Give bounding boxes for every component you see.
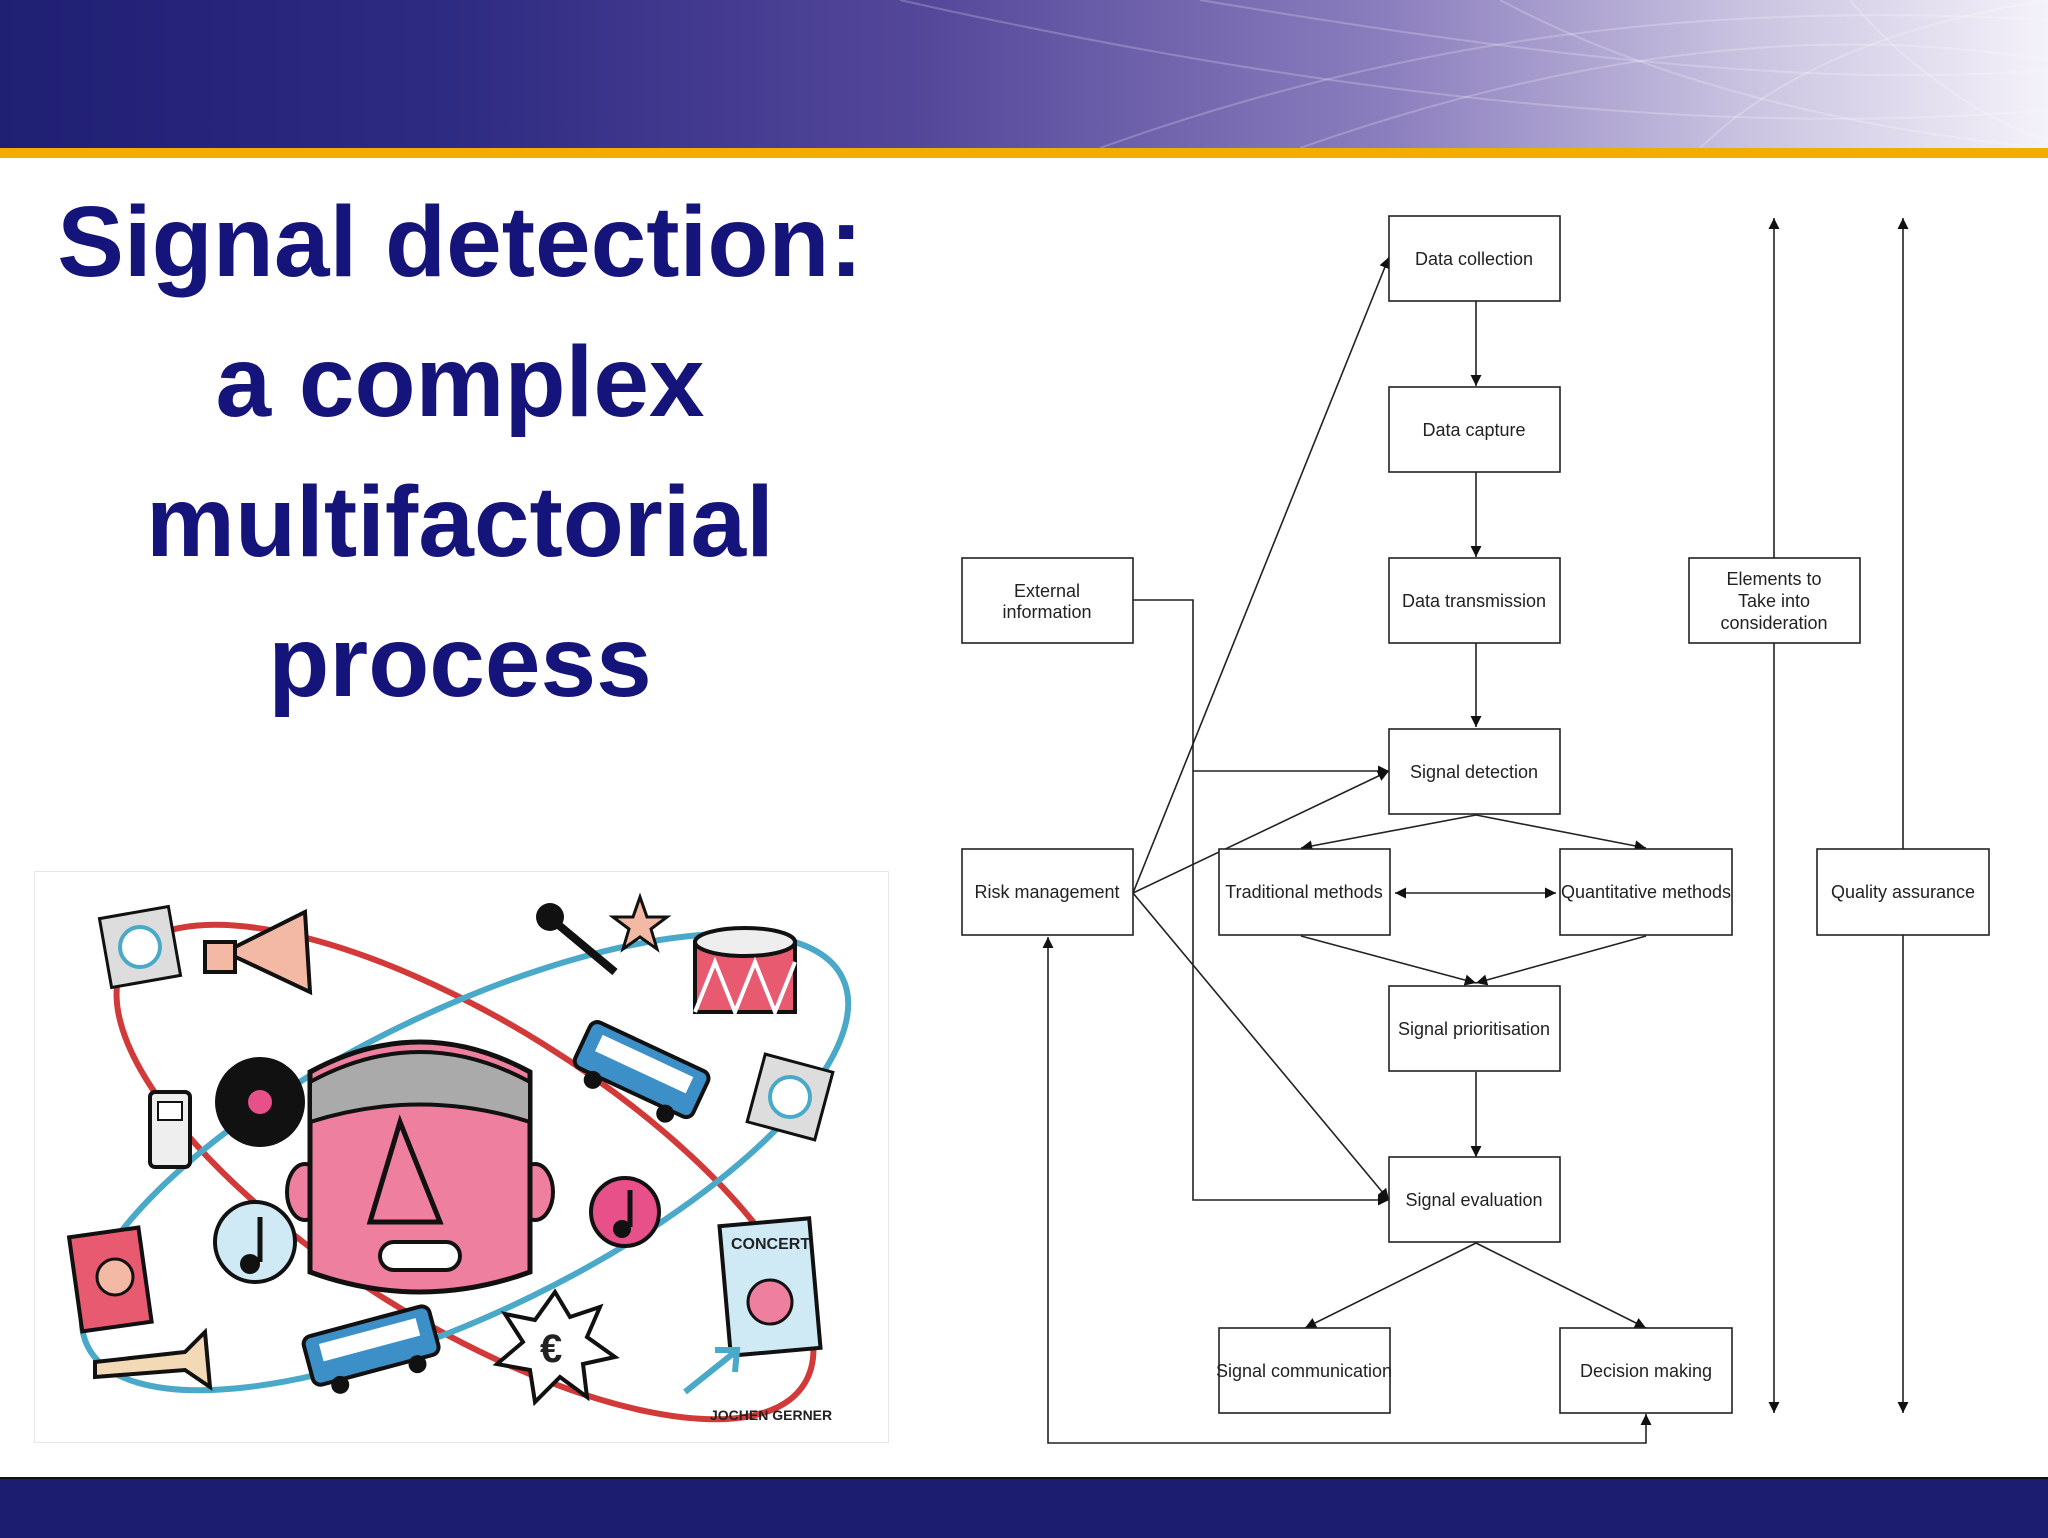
svg-text:Signal evaluation: Signal evaluation [1405, 1190, 1542, 1210]
svg-text:Signal prioritisation: Signal prioritisation [1398, 1019, 1550, 1039]
svg-text:Take into: Take into [1738, 591, 1810, 611]
star-icon [608, 892, 672, 953]
svg-text:Data collection: Data collection [1415, 249, 1533, 269]
bus-icon [301, 1304, 441, 1394]
flowchart-node-quality-assurance: Quality assurance [1816, 848, 1990, 936]
flowchart-node-elements-to-consider: Elements to Take into consideration [1688, 557, 1861, 644]
illustration-artwork: € CONCERT JOCHEN GERNER [66, 892, 852, 1423]
bus-icon [572, 1020, 711, 1123]
svg-text:€: € [540, 1327, 562, 1371]
svg-text:Traditional methods: Traditional methods [1225, 882, 1382, 902]
svg-text:External: External [1014, 581, 1080, 601]
svg-text:Signal detection: Signal detection [1410, 762, 1538, 782]
mobile-phone-icon [148, 1090, 192, 1169]
signal-detection-flowchart: Data collection Data capture Data transm… [961, 215, 1990, 1444]
music-note-bubble-icon [213, 1200, 297, 1284]
vinyl-record-icon [215, 1057, 305, 1147]
header-decorative-lines [899, 0, 2048, 148]
euro-burst-icon: € [492, 1288, 620, 1407]
megaphone-icon [203, 908, 313, 996]
svg-text:Decision making: Decision making [1580, 1361, 1712, 1381]
flowchart-node-signal-detection: Signal detection [1388, 728, 1561, 815]
flowchart-node-risk-management: Risk management [961, 848, 1134, 936]
flowchart-node-data-collection: Data collection [1388, 215, 1561, 302]
flowchart-node-signal-prioritisation: Signal prioritisation [1388, 985, 1561, 1072]
flowchart-node-data-capture: Data capture [1388, 386, 1561, 473]
music-note-bubble-icon [589, 1176, 661, 1248]
cd-icon [97, 904, 183, 990]
svg-text:Data transmission: Data transmission [1402, 591, 1546, 611]
svg-text:Elements to: Elements to [1726, 569, 1821, 589]
flowchart-node-external-information: External information [961, 557, 1134, 644]
svg-text:Risk management: Risk management [974, 882, 1119, 902]
blue-orbit [78, 930, 852, 1394]
book-icon [66, 1225, 154, 1334]
header-banner [0, 0, 2048, 148]
slide-title: Signal detection: a complex multifactori… [57, 186, 863, 718]
flowchart-node-quantitative-methods: Quantitative methods [1559, 848, 1733, 936]
flowchart-node-traditional-methods: Traditional methods [1218, 848, 1391, 936]
flowchart-node-data-transmission: Data transmission [1388, 557, 1561, 644]
flowchart-connectors [1042, 218, 1909, 1444]
cd-icon [745, 1052, 835, 1142]
svg-text:information: information [1002, 602, 1091, 622]
illustration: € CONCERT JOCHEN GERNER [34, 871, 889, 1443]
illustration-credit: JOCHEN GERNER [710, 1407, 832, 1423]
svg-text:Data capture: Data capture [1422, 420, 1525, 440]
svg-text:Quality assurance: Quality assurance [1831, 882, 1975, 902]
svg-text:consideration: consideration [1720, 613, 1827, 633]
drum-icon [693, 926, 797, 1018]
svg-text:CONCERT: CONCERT [731, 1236, 810, 1253]
flowchart-node-signal-communication: Signal communication [1216, 1327, 1392, 1414]
flowchart-node-signal-evaluation: Signal evaluation [1388, 1156, 1561, 1243]
svg-text:Signal communication: Signal communication [1216, 1361, 1392, 1381]
concert-poster-icon: CONCERT [717, 1216, 823, 1358]
svg-text:Quantitative methods: Quantitative methods [1561, 882, 1731, 902]
arrow-icon [683, 1347, 741, 1395]
flowchart-node-decision-making: Decision making [1559, 1327, 1733, 1414]
footer-bar [0, 1477, 2048, 1538]
face-icon [285, 1039, 555, 1295]
trumpet-icon [93, 1327, 213, 1392]
gold-divider [0, 148, 2048, 158]
microphone-icon [536, 903, 618, 976]
